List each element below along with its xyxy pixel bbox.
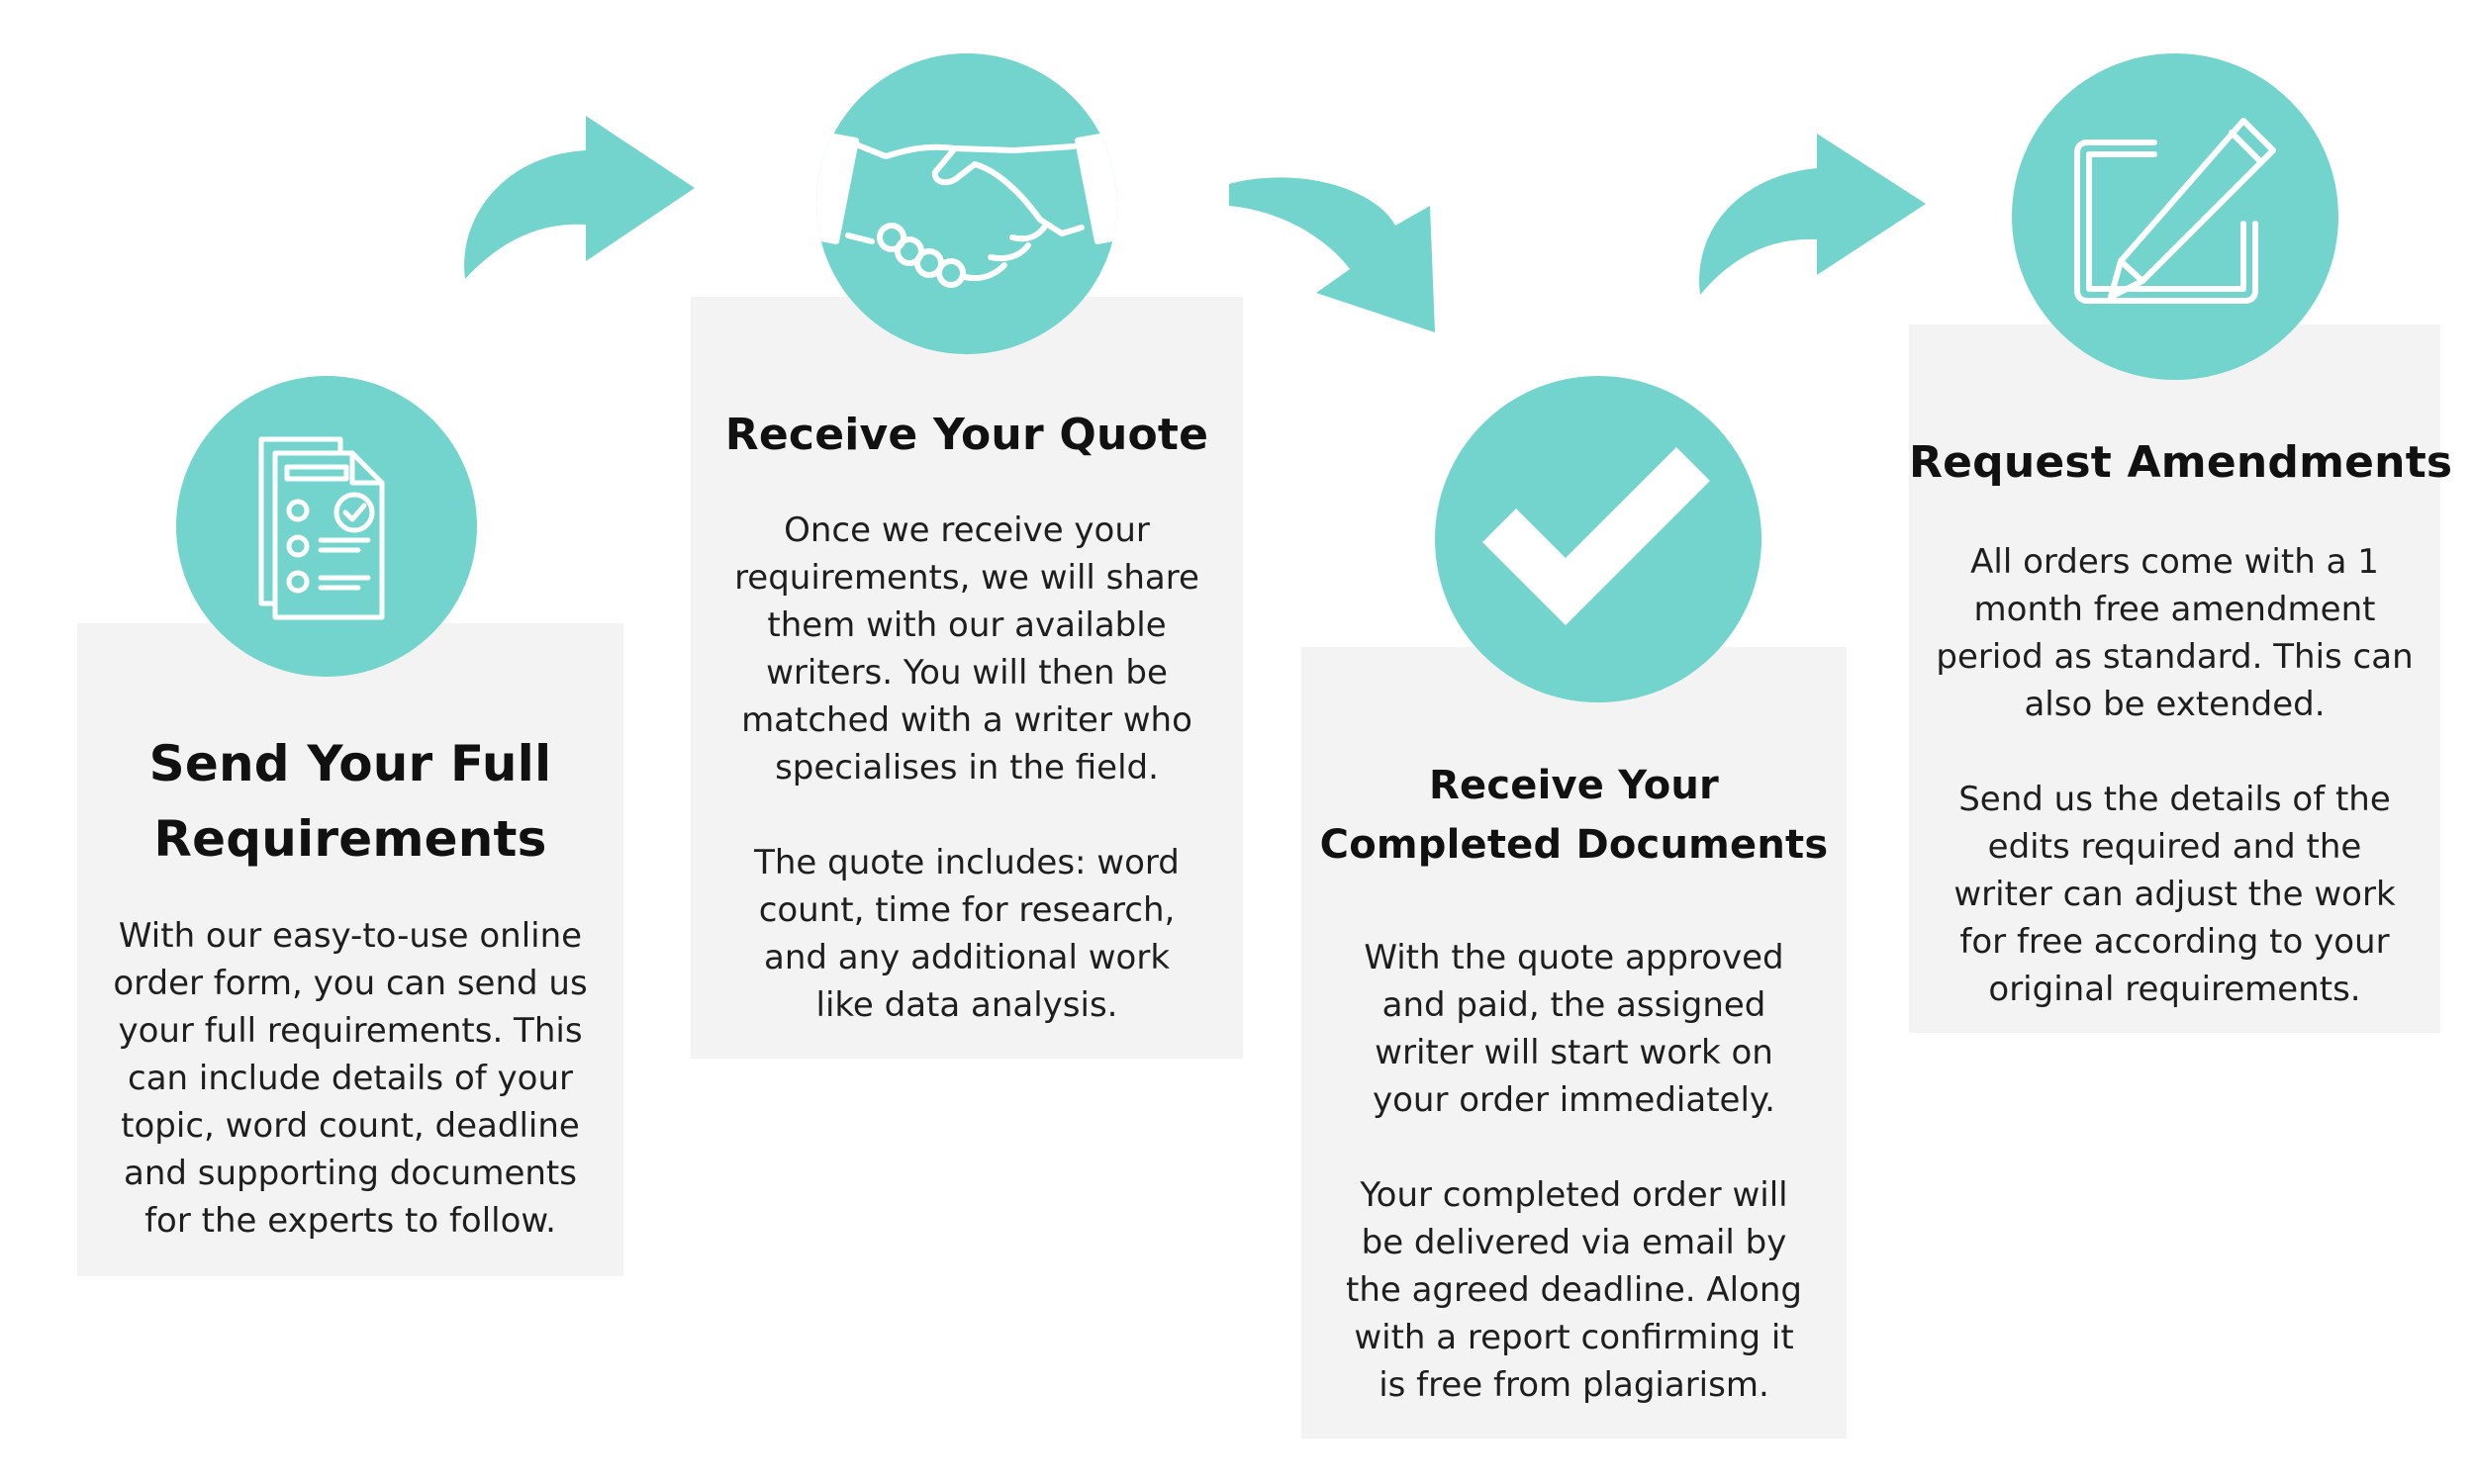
step-card-send-requirements: Send Your Full Requirements With our eas… xyxy=(77,623,623,1276)
step-description: All orders come with a 1 month free amen… xyxy=(1909,538,2440,1013)
description-line: also be extended. xyxy=(2024,685,2326,724)
description-line: your full requirements. This xyxy=(118,1011,583,1051)
description-line: them with our available xyxy=(767,605,1167,645)
description-line: order form, you can send us xyxy=(113,964,588,1003)
description-line: is free from plagiarism. xyxy=(1379,1365,1769,1405)
description-line: requirements, we will share xyxy=(734,558,1199,598)
description-line: Your completed order will xyxy=(1360,1175,1788,1215)
description-line: All orders come with a 1 xyxy=(1970,542,2379,582)
step-description: Once we receive your requirements, we wi… xyxy=(691,507,1243,1029)
description-line: for the experts to follow. xyxy=(144,1201,556,1241)
step-card-completed-documents: Receive Your Completed Documents With th… xyxy=(1301,647,1847,1438)
step-title-line: Completed Documents xyxy=(1319,822,1829,868)
description-line: like data analysis. xyxy=(815,985,1118,1025)
description-line: writers. You will then be xyxy=(766,653,1168,693)
description-line: The quote includes: word xyxy=(754,843,1180,882)
document-checklist-icon xyxy=(176,376,477,677)
description-line: With the quote approved xyxy=(1364,938,1784,977)
checkmark-icon xyxy=(1435,376,1761,702)
step-card-request-amendments: Request Amendments All orders come with … xyxy=(1909,325,2453,1033)
description-line: matched with a writer who xyxy=(741,700,1192,740)
description-line: and supporting documents xyxy=(124,1154,577,1193)
step-title-line: Receive Your Quote xyxy=(724,410,1209,460)
step-title-line: Requirements xyxy=(153,810,547,868)
description-line: the agreed deadline. Along xyxy=(1345,1270,1802,1310)
curved-arrow-up-icon xyxy=(1692,129,1930,302)
step-title-line: Send Your Full xyxy=(148,735,552,792)
curved-arrow-down-icon xyxy=(1225,166,1443,336)
step-title: Send Your Full Requirements xyxy=(77,726,623,877)
step-description: With the quote approved and paid, the as… xyxy=(1301,934,1847,1409)
description-line: period as standard. This can xyxy=(1936,637,2414,677)
description-line: be delivered via email by xyxy=(1361,1223,1787,1262)
description-line: your order immediately. xyxy=(1373,1080,1775,1120)
edit-pencil-icon xyxy=(2012,53,2338,380)
step-card-receive-quote: Receive Your Quote Once we receive your … xyxy=(691,297,1243,1059)
description-line: topic, word count, deadline xyxy=(121,1106,580,1146)
curved-arrow-up-icon xyxy=(457,111,700,289)
description-line: can include details of your xyxy=(128,1059,573,1098)
description-line: With our easy-to-use online xyxy=(118,916,583,956)
description-line: with a report confirming it xyxy=(1354,1318,1794,1357)
description-line: writer will start work on xyxy=(1375,1033,1773,1072)
description-line: Send us the details of the xyxy=(1958,780,2391,819)
description-line: original requirements. xyxy=(1988,970,2361,1009)
step-title-line: Receive Your xyxy=(1429,763,1719,808)
description-line: Once we receive your xyxy=(784,510,1150,550)
step-title: Receive Your Quote xyxy=(691,406,1243,465)
description-line: for free according to your xyxy=(1959,922,2390,962)
handshake-icon xyxy=(816,53,1117,354)
description-line: count, time for research, xyxy=(758,890,1176,930)
description-line: month free amendment xyxy=(1973,590,2376,629)
description-line: and any additional work xyxy=(763,938,1171,977)
step-description: With our easy-to-use online order form, … xyxy=(77,912,623,1245)
step-title-line: Request Amendments xyxy=(1909,437,2453,488)
description-line: specialises in the field. xyxy=(775,748,1159,788)
description-line: edits required and the xyxy=(1987,827,2362,867)
description-line: writer can adjust the work xyxy=(1953,875,2396,914)
step-title: Receive Your Completed Documents xyxy=(1301,756,1847,875)
step-title: Request Amendments xyxy=(1909,433,2453,493)
description-line: and paid, the assigned xyxy=(1381,985,1766,1025)
